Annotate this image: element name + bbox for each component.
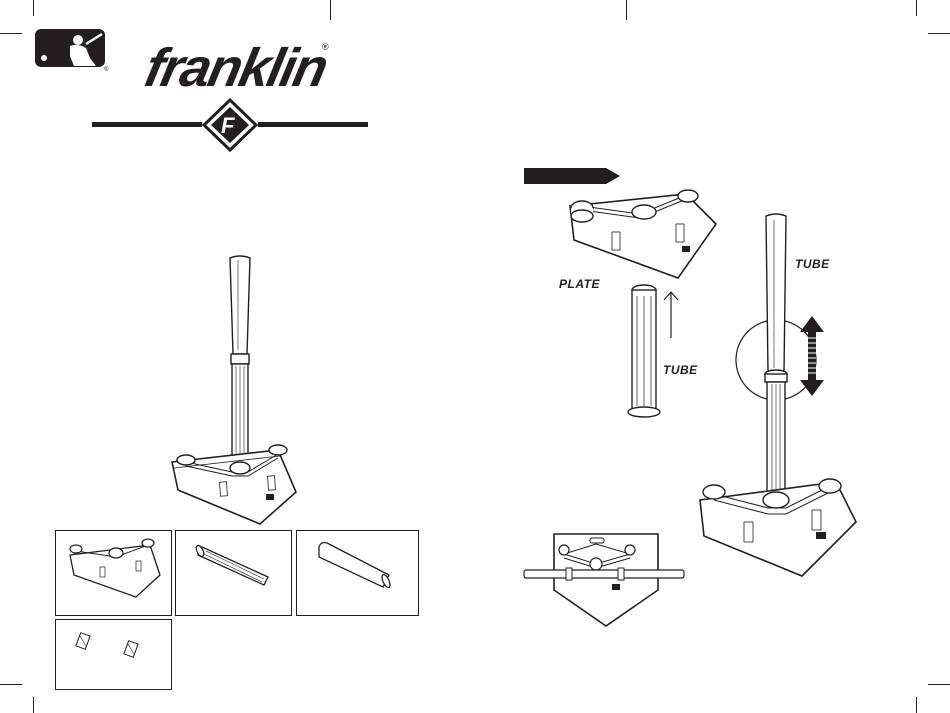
crop-mark (33, 0, 34, 16)
assembled-batting-tee (160, 250, 310, 530)
mlb-logo-icon: ® (34, 28, 110, 72)
svg-text:franklin: franklin (140, 38, 332, 98)
arrow-right-banner-icon (524, 166, 622, 186)
double-arrow-vertical-icon (798, 314, 826, 398)
arrow-up-icon (663, 290, 679, 340)
crop-mark (928, 33, 950, 34)
franklin-f-emblem-icon: F (92, 98, 368, 154)
svg-text:®: ® (104, 66, 109, 72)
crop-mark (330, 0, 331, 20)
part-lower-tube (175, 530, 292, 616)
svg-text:F: F (221, 113, 235, 138)
crop-mark (0, 684, 22, 685)
registered-mark: ® (322, 42, 329, 52)
plate-top-view (522, 530, 688, 630)
part-plate (55, 530, 172, 616)
crop-mark (626, 0, 627, 20)
plate-label: PLATE (559, 277, 600, 291)
crop-mark (0, 33, 22, 34)
height-adjust-tee (690, 210, 870, 580)
crop-mark (33, 697, 34, 713)
crop-mark (928, 684, 950, 685)
part-upper-tube (296, 530, 419, 616)
crop-mark (916, 697, 917, 713)
lower-tube-illustration (624, 282, 664, 422)
franklin-wordmark: franklin (140, 32, 335, 98)
tube-upper-label: TUBE (795, 257, 830, 271)
part-pads (55, 619, 172, 690)
crop-mark (916, 0, 917, 16)
